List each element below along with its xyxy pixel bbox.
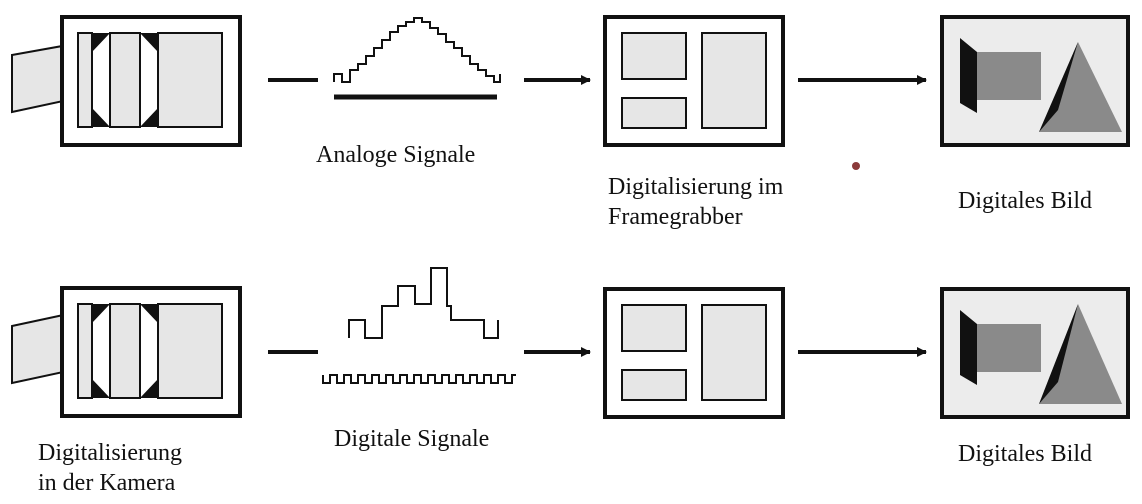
framegrabber-icon bbox=[603, 15, 785, 147]
digital-image-icon-digital bbox=[940, 287, 1130, 419]
framegrabber-label: Digitalisierung im Framegrabber bbox=[608, 174, 784, 230]
framegrabber-icon-digital bbox=[603, 287, 785, 419]
digital-signal-label: Digitale Signale bbox=[334, 426, 490, 452]
stray-dot bbox=[852, 162, 860, 170]
digital-signal-waveform bbox=[322, 267, 516, 384]
camera-digitization-label: Digitalisierung in der Kamera bbox=[38, 440, 182, 496]
digital-image-icon bbox=[940, 15, 1130, 147]
camera-icon-digital bbox=[11, 286, 242, 418]
analog-signal-label: Analoge Signale bbox=[316, 142, 476, 168]
digital-image-label: Digitales Bild bbox=[958, 188, 1092, 214]
digital-image-label-digital: Digitales Bild bbox=[958, 441, 1092, 467]
camera-icon bbox=[11, 15, 242, 147]
analog-signal-waveform bbox=[333, 17, 501, 100]
